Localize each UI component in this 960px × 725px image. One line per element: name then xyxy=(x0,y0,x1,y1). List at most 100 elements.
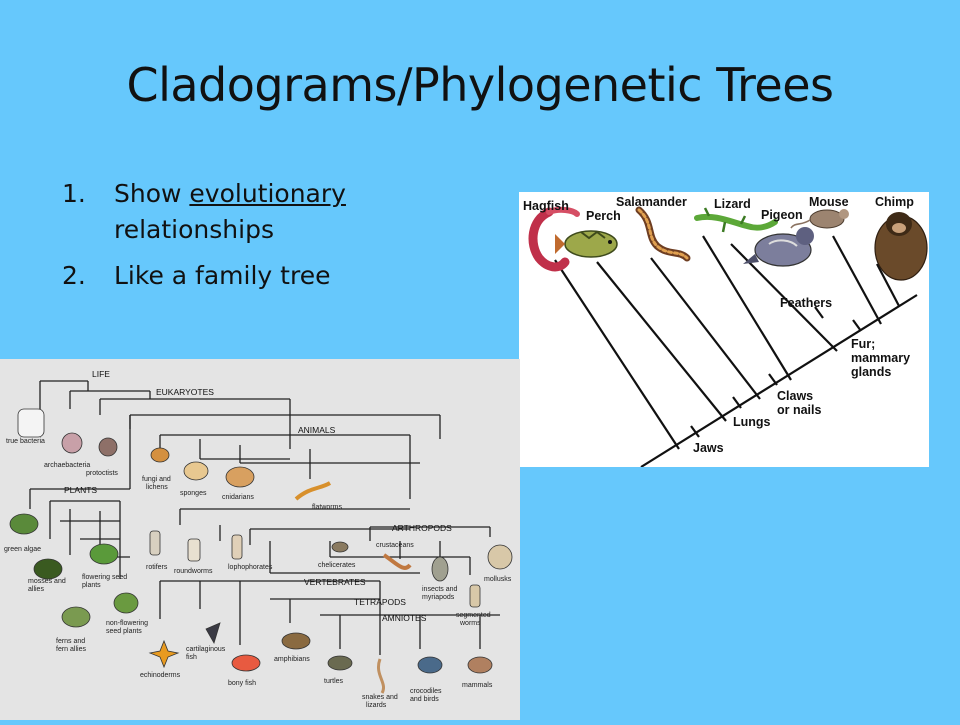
tree-branches xyxy=(29,380,500,655)
group-cartilaginous-line2: fish xyxy=(186,654,197,661)
bullet-item-1: 1. Show evolutionary relationships xyxy=(62,176,482,248)
tree-of-life-svg: LIFE EUKARYOTES ANIMALS PLANTS ARTHROPOD… xyxy=(4,369,513,709)
bullet-lead: Show xyxy=(114,179,190,208)
group-roundworms: roundworms xyxy=(174,568,213,575)
clade-arthropods: ARTHROPODS xyxy=(392,523,452,533)
slide-title: Cladograms/Phylogenetic Trees xyxy=(126,58,834,112)
group-rotifers: rotifers xyxy=(146,564,168,571)
group-green-algae: green algae xyxy=(4,546,41,553)
group-snakes-line1: snakes and xyxy=(362,694,398,701)
group-protoctists: protoctists xyxy=(86,470,118,477)
group-chelicerates: chelicerates xyxy=(318,562,356,569)
branch-perch xyxy=(596,261,727,422)
group-labels: true bacteria archaebacteria protoctists… xyxy=(4,438,512,709)
salamander-picture xyxy=(635,206,691,262)
tick-claws xyxy=(768,373,778,386)
group-archaebacteria: archaebacteria xyxy=(44,462,90,469)
branch-mouse xyxy=(832,235,882,325)
taxon-labels: Hagfish Perch Salamander Lizard Pigeon M… xyxy=(523,195,914,223)
group-segmented-line2: worms xyxy=(459,620,481,627)
group-insects-line1: insects and xyxy=(422,586,458,593)
group-mammals: mammals xyxy=(462,682,493,689)
group-segmented-line1: segmented xyxy=(456,612,491,619)
label-fur-line3: glands xyxy=(851,365,891,379)
lizard-picture xyxy=(694,207,778,233)
bullet-item-2: 2. Like a family tree xyxy=(62,258,482,294)
group-turtles: turtles xyxy=(324,678,344,685)
group-ferns-line2: fern allies xyxy=(56,646,86,653)
trait-labels: Jaws Lungs Claws or nails Feathers Fur; … xyxy=(693,296,910,455)
group-flowering-line2: plants xyxy=(82,582,101,589)
bullet-continuation: relationships xyxy=(114,215,274,244)
label-chimp: Chimp xyxy=(875,195,914,209)
clade-tetrapods: TETRAPODS xyxy=(354,597,406,607)
label-fur-line2: mammary xyxy=(851,351,910,365)
label-hagfish: Hagfish xyxy=(523,199,569,213)
label-pigeon: Pigeon xyxy=(761,208,803,222)
hagfish-picture xyxy=(528,206,580,272)
clade-animals: ANIMALS xyxy=(298,425,336,435)
bullet-list: 1. Show evolutionary relationships 2. Li… xyxy=(62,176,482,304)
group-amphibians: amphibians xyxy=(274,656,310,663)
group-nonflowering-line2: seed plants xyxy=(106,628,142,635)
group-crocodiles-line2: and birds xyxy=(410,696,439,703)
group-bony-fish: bony fish xyxy=(228,680,256,687)
group-crustaceans: crustaceans xyxy=(376,542,414,549)
label-claws-line1: Claws xyxy=(777,389,813,403)
group-ferns-line1: ferns and xyxy=(56,638,85,645)
vertebrate-cladogram-svg: Hagfish Perch Salamander Lizard Pigeon M… xyxy=(523,195,928,468)
group-flatworms: flatworms xyxy=(312,504,342,511)
label-mouse: Mouse xyxy=(809,195,849,209)
label-claws-line2: or nails xyxy=(777,403,822,417)
label-jaws: Jaws xyxy=(693,441,724,455)
clade-plants: PLANTS xyxy=(64,485,97,495)
group-true-bacteria: true bacteria xyxy=(6,438,45,445)
group-mosses-line1: mosses and xyxy=(28,578,66,585)
trait-ticks xyxy=(690,306,862,438)
group-sponges: sponges xyxy=(180,490,207,497)
label-feathers: Feathers xyxy=(780,296,832,310)
group-lophophorates: lophophorates xyxy=(228,564,273,571)
clade-amniotes: AMNIOTES xyxy=(382,613,427,623)
clade-labels: LIFE EUKARYOTES ANIMALS PLANTS ARTHROPOD… xyxy=(64,369,452,623)
group-insects-line2: myriapods xyxy=(422,594,455,601)
tick-fur xyxy=(852,319,862,332)
branch-salamander xyxy=(650,257,761,400)
clade-vertebrates: VERTEBRATES xyxy=(304,577,366,587)
label-salamander: Salamander xyxy=(616,195,687,209)
clade-life: LIFE xyxy=(92,369,110,379)
bullet-number: 2. xyxy=(62,261,86,290)
label-perch: Perch xyxy=(586,209,621,223)
group-cnidarians: cnidarians xyxy=(222,494,254,501)
vertebrate-cladogram: Hagfish Perch Salamander Lizard Pigeon M… xyxy=(519,192,929,468)
perch-picture xyxy=(555,230,618,258)
cladogram-main-axis xyxy=(640,294,918,468)
group-snakes-line2: lizards xyxy=(366,702,387,709)
group-crocodiles-line1: crocodiles xyxy=(410,688,442,695)
group-mosses-line2: allies xyxy=(28,586,44,593)
label-lungs: Lungs xyxy=(733,415,771,429)
organism-pictures xyxy=(9,408,513,694)
tick-jaws xyxy=(690,425,700,438)
chimp-picture xyxy=(874,212,928,281)
tick-feathers xyxy=(814,306,824,319)
group-mollusks: mollusks xyxy=(484,576,512,583)
group-cartilaginous-line1: cartilaginous xyxy=(186,646,226,653)
label-lizard: Lizard xyxy=(714,197,751,211)
bullet-underlined-word: evolutionary xyxy=(189,179,346,208)
group-fungi-line1: fungi and xyxy=(142,476,171,483)
group-fungi-line2: lichens xyxy=(146,484,168,491)
group-flowering-line1: flowering seed xyxy=(82,574,127,581)
tree-of-life: LIFE EUKARYOTES ANIMALS PLANTS ARTHROPOD… xyxy=(0,359,520,720)
branch-chimp xyxy=(876,263,900,307)
bullet-text: Like a family tree xyxy=(114,261,331,290)
label-fur-line1: Fur; xyxy=(851,337,875,351)
mouse-picture xyxy=(790,209,849,229)
clade-eukaryotes: EUKARYOTES xyxy=(156,387,214,397)
group-nonflowering-line1: non-flowering xyxy=(106,620,148,627)
branch-hagfish xyxy=(554,259,680,450)
tick-lungs xyxy=(732,396,742,409)
bullet-number: 1. xyxy=(62,179,86,208)
branch-lizard xyxy=(702,235,792,381)
